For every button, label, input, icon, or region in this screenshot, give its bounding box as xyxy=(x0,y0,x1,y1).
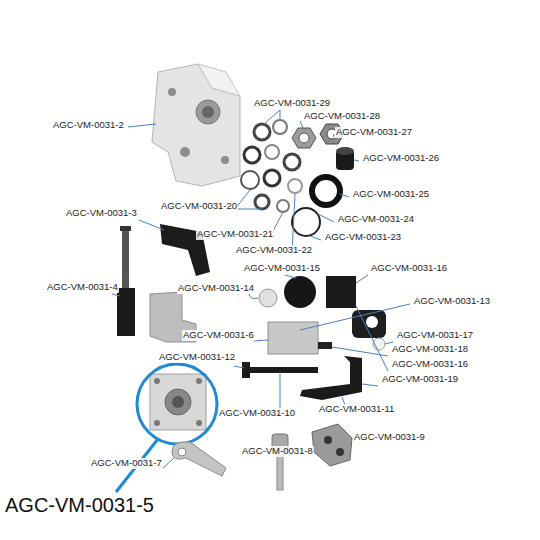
pin-part xyxy=(318,342,332,349)
part-label: AGC-VM-0031-17 xyxy=(396,330,474,341)
part-label: AGC-VM-0031-24 xyxy=(337,214,415,225)
part-label: AGC-VM-0031-7 xyxy=(90,458,163,469)
plate-part xyxy=(268,322,318,354)
part-label: AGC-VM-0031-14 xyxy=(177,283,255,294)
part-label: AGC-VM-0031-23 xyxy=(324,232,402,243)
part-label: AGC-VM-0031-22 xyxy=(235,245,313,256)
black-cap xyxy=(336,147,354,170)
part-label: AGC-VM-0031-25 xyxy=(352,189,430,200)
part-label: AGC-VM-0031-29 xyxy=(253,98,331,109)
part-label: AGC-VM-0031-11 xyxy=(318,404,395,415)
part-label: AGC-VM-0031-9 xyxy=(353,432,426,443)
mount-block xyxy=(150,374,206,430)
knob-part xyxy=(284,276,316,308)
part-label: AGC-VM-0031-28 xyxy=(303,111,381,122)
part-label: AGC-VM-0031-3 xyxy=(65,208,138,219)
part-label: AGC-VM-0031-18 xyxy=(391,344,469,355)
seal-set xyxy=(241,120,344,236)
part-label: AGC-VM-0031-19 xyxy=(381,374,459,385)
part-label: AGC-VM-0031-26 xyxy=(362,153,440,164)
part-label: AGC-VM-0031-21 xyxy=(196,229,274,240)
part-label: AGC-VM-0031-6 xyxy=(182,330,255,341)
part-label: AGC-VM-0031-20 xyxy=(160,201,238,212)
highlight-circle xyxy=(137,364,217,444)
part-label: AGC-VM-0031-15 xyxy=(243,263,321,274)
part-label: AGC-VM-0031-16 xyxy=(391,359,469,370)
shaft-part xyxy=(117,226,135,336)
part-label: AGC-VM-0031-10 xyxy=(218,408,296,419)
clip-part xyxy=(312,424,352,466)
part-label: AGC-VM-0031-8 xyxy=(241,446,314,457)
part-label: AGC-VM-0031-12 xyxy=(158,352,236,363)
part-label: AGC-VM-0031-4 xyxy=(46,282,119,293)
lever-part xyxy=(300,356,362,400)
washer-part xyxy=(259,289,277,307)
part-label: AGC-VM-0031-13 xyxy=(413,296,491,307)
highlighted-part-label: AGC-VM-0031-5 xyxy=(4,494,155,517)
part-label: AGC-VM-0031-27 xyxy=(335,127,413,138)
key-part xyxy=(172,442,226,476)
block-part xyxy=(326,276,356,308)
housing-part xyxy=(152,64,240,186)
part-label: AGC-VM-0031-2 xyxy=(52,120,125,131)
pin-assembly xyxy=(272,434,288,490)
part-label: AGC-VM-0031-16 xyxy=(370,263,448,274)
